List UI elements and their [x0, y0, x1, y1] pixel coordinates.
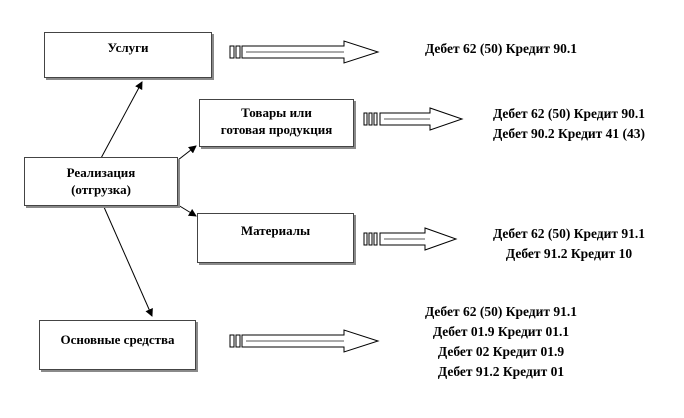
block-arrow-materials [363, 227, 458, 251]
entry-line: Дебет 91.2 Кредит 01 [437, 364, 565, 379]
entries-services: Дебет 62 (50) Кредит 90.1 [404, 39, 598, 59]
entries-fixed-assets: Дебет 62 (50) Кредит 91.1 Дебет 01.9 Кре… [404, 302, 598, 382]
node-goods: Товары или готовая продукция [199, 99, 354, 147]
block-arrow-fixed-assets [229, 329, 380, 353]
node-fixed-assets-label: Основные средства [60, 332, 175, 347]
node-materials: Материалы [197, 213, 354, 263]
entry-line: Дебет 62 (50) Кредит 91.1 [492, 226, 646, 241]
block-arrow-goods [363, 107, 464, 131]
entry-line: Дебет 91.2 Кредит 10 [505, 246, 633, 261]
connector-to-materials [177, 204, 197, 217]
node-fixed-assets: Основные средства [39, 320, 196, 370]
entry-line: Дебет 62 (50) Кредит 91.1 [424, 304, 578, 319]
connector-to-fixed-assets [99, 197, 153, 317]
block-arrow-services [229, 40, 380, 64]
entry-line: Дебет 62 (50) Кредит 90.1 [492, 106, 646, 121]
connector-to-services [99, 81, 143, 161]
node-sales-line-1: Реализация [66, 165, 136, 180]
node-sales-line-2: (отгрузка) [71, 182, 131, 197]
entry-line: Дебет 02 Кредит 01.9 [437, 344, 565, 359]
entries-goods: Дебет 62 (50) Кредит 90.1 Дебет 90.2 Кре… [474, 104, 664, 144]
node-goods-line-1: Товары или [241, 105, 312, 120]
node-services-label: Услуги [107, 40, 149, 55]
node-materials-label: Материалы [240, 223, 311, 238]
connector-to-goods [177, 145, 197, 161]
entry-line: Дебет 01.9 Кредит 01.1 [432, 324, 570, 339]
node-goods-line-2: готовая продукция [220, 122, 333, 137]
entry-line: Дебет 90.2 Кредит 41 (43) [492, 126, 646, 141]
entries-materials: Дебет 62 (50) Кредит 91.1 Дебет 91.2 Кре… [474, 224, 664, 264]
node-sales: Реализация (отгрузка) [24, 157, 178, 206]
node-services: Услуги [44, 32, 212, 78]
entry-line: Дебет 62 (50) Кредит 90.1 [424, 41, 578, 56]
